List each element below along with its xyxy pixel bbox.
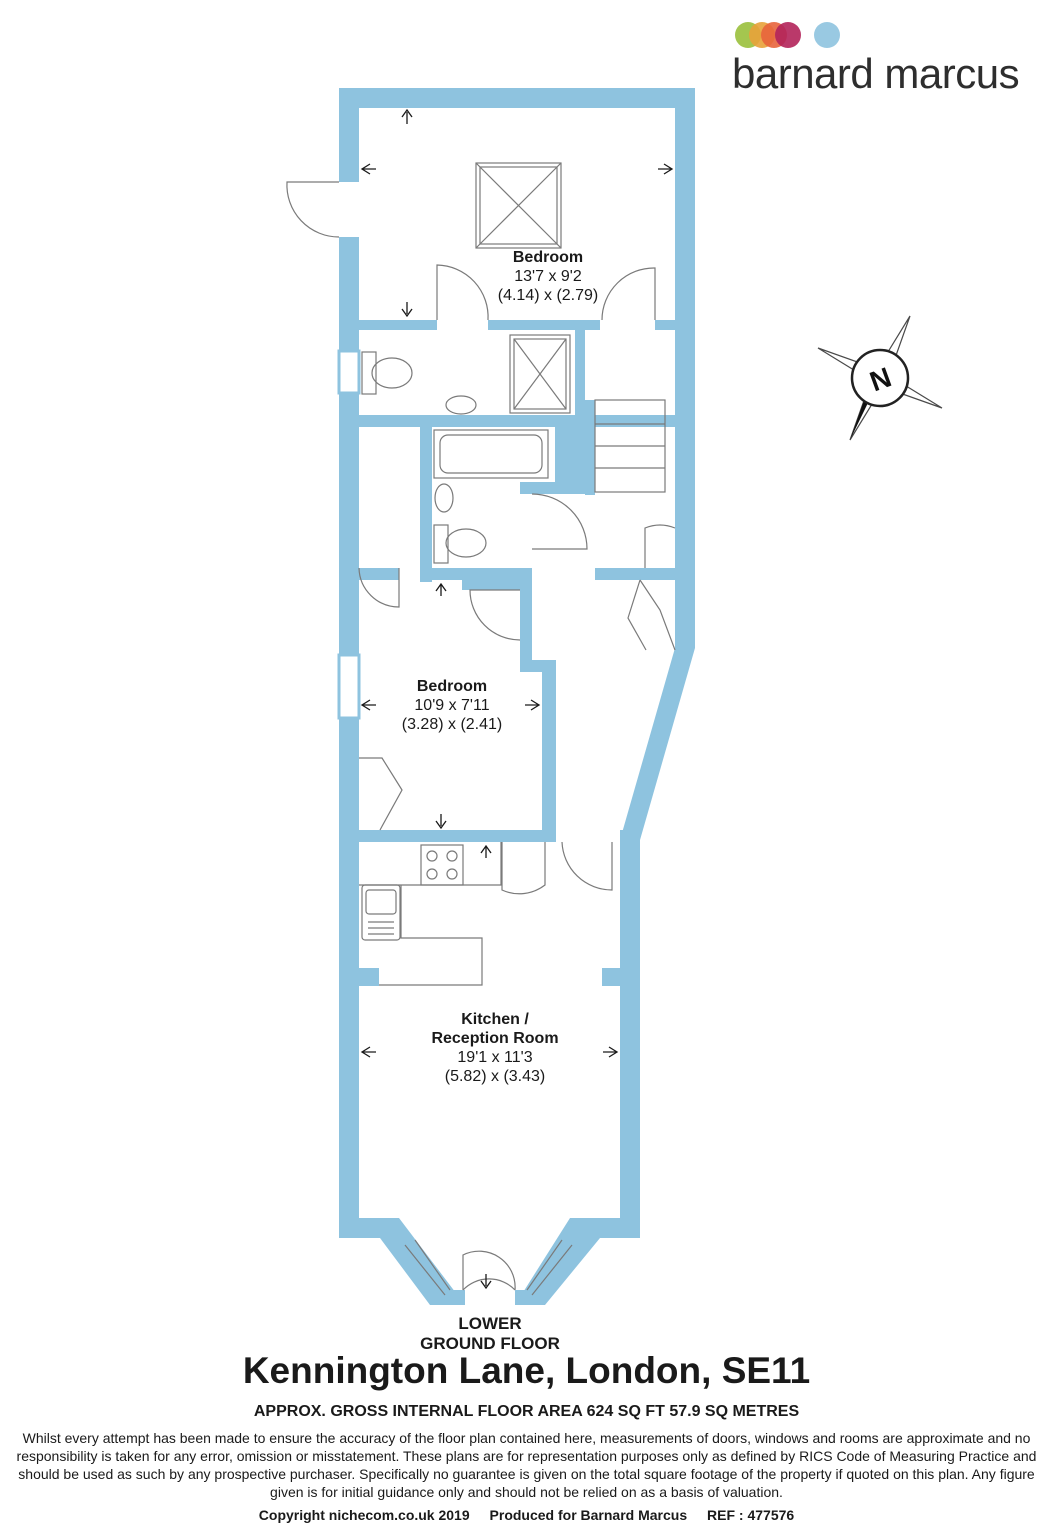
floor-label: LOWER GROUND FLOOR xyxy=(380,1314,600,1354)
wall-b2-bottom xyxy=(359,830,556,842)
bath xyxy=(433,429,549,479)
compass-label: N xyxy=(866,361,896,397)
room-name-line-1: Kitchen / xyxy=(461,1011,529,1028)
windows xyxy=(337,349,361,720)
brand-logo-dots xyxy=(735,22,840,48)
door-cupboard-3 xyxy=(501,842,546,895)
basin-ensuite xyxy=(445,395,477,415)
wall-b2-right-2 xyxy=(542,660,556,840)
wall-bath-bottom-3 xyxy=(462,568,522,590)
room-name: Bedroom xyxy=(416,678,488,695)
footer-copyright: Copyright nichecom.co.uk 2019 xyxy=(258,1507,470,1523)
wall-bath-left xyxy=(420,427,432,582)
wall-b1-bottom-2 xyxy=(488,320,600,330)
skylight xyxy=(475,162,562,249)
floor-label-line-1: LOWER xyxy=(458,1314,522,1333)
footer-produced: Produced for Barnard Marcus xyxy=(489,1507,688,1523)
room-size-imperial: 19'1 x 11'3 xyxy=(457,1049,533,1066)
room-name: Bedroom xyxy=(512,249,584,266)
toilet-bathroom xyxy=(433,524,449,564)
hob xyxy=(420,844,464,886)
wall-kitchen-stub-right xyxy=(602,968,622,986)
wall-b2-step xyxy=(520,660,556,672)
doors xyxy=(286,181,676,1296)
door-kitchen xyxy=(561,841,613,891)
basin-bathroom xyxy=(434,483,454,513)
wall-bath-bottom xyxy=(359,568,399,580)
room-label-kitchen-reception: Kitchen / Reception Room 19'1 x 11'3 (5.… xyxy=(405,1010,585,1086)
room-size-imperial: 10'9 x 7'11 xyxy=(414,697,490,714)
compass-ring xyxy=(850,348,910,408)
measurement-arrows xyxy=(360,108,674,1290)
footer-ref: REF : 477576 xyxy=(707,1507,795,1523)
room-size-metric: (4.14) x (2.79) xyxy=(497,287,599,304)
floor-label-line-2: GROUND FLOOR xyxy=(420,1334,560,1353)
brand-dot-4 xyxy=(775,22,801,48)
wall-bay-left xyxy=(339,1218,465,1305)
wall-left-3 xyxy=(339,393,359,655)
compass xyxy=(817,315,943,441)
disclaimer-text: Whilst every attempt has been made to en… xyxy=(16,1430,1037,1500)
wall-b1-bottom-3 xyxy=(655,320,675,330)
room-name-line-2: Reception Room xyxy=(431,1030,559,1047)
door-ensuite xyxy=(436,264,489,321)
floor-area: APPROX. GROSS INTERNAL FLOOR AREA 624 SQ… xyxy=(253,1403,800,1420)
door-stairs xyxy=(601,267,656,321)
toilet-ensuite xyxy=(361,351,377,395)
wall-b2-right-1 xyxy=(520,580,532,660)
wall-ensuite-bottom xyxy=(359,415,675,427)
brand-dot-5 xyxy=(814,22,840,48)
window-bedroom-2 xyxy=(337,653,361,720)
room-size-metric: (3.28) x (2.41) xyxy=(401,716,503,733)
footer: Copyright nichecom.co.uk 2019 Produced f… xyxy=(0,1507,1053,1523)
door-entrance-side xyxy=(286,181,340,238)
wall-corridor-top xyxy=(595,568,675,580)
wall-top xyxy=(339,88,695,108)
door-cupboard-2 xyxy=(644,524,676,568)
worktop xyxy=(359,842,502,886)
door-bathroom xyxy=(531,493,588,550)
wall-right-upper xyxy=(675,88,695,648)
door-cupboard-1 xyxy=(358,567,400,608)
compass-north-label: N xyxy=(866,361,896,397)
sink xyxy=(361,884,401,941)
room-size-metric: (5.82) x (3.43) xyxy=(444,1068,546,1085)
fixtures xyxy=(359,162,666,986)
room-size-imperial: 13'7 x 9'2 xyxy=(514,268,582,285)
shower-tray xyxy=(509,334,571,414)
door-wardrobe-1 xyxy=(627,579,676,651)
wall-stairs-left xyxy=(585,400,595,495)
wall-left-1 xyxy=(339,88,359,182)
door-front xyxy=(462,1278,516,1291)
wall-left-2 xyxy=(339,237,359,351)
walls xyxy=(339,88,695,1305)
wall-b1-bottom-1 xyxy=(359,320,437,330)
wall-kitchen-stub-left xyxy=(359,968,379,986)
door-bedroom-2 xyxy=(469,589,521,641)
wall-bay-left-foot xyxy=(430,1290,465,1305)
wall-right-angled xyxy=(620,648,695,840)
wall-bay-right xyxy=(515,1218,640,1305)
wall-right-lower xyxy=(620,830,640,1218)
room-label-bedroom-2: Bedroom 10'9 x 7'11 (3.28) x (2.41) xyxy=(382,677,522,734)
wall-bath-mid xyxy=(520,482,585,494)
brand-name: barnard marcus xyxy=(732,50,1020,97)
door-wardrobe-2 xyxy=(359,757,403,831)
property-address: Kennington Lane, London, SE11 xyxy=(242,1350,811,1391)
wall-bay-right-foot xyxy=(515,1290,545,1305)
wall-left-4 xyxy=(339,718,359,1218)
wall-ensuite-right xyxy=(575,330,585,490)
window-ensuite xyxy=(337,349,361,395)
room-label-bedroom-1: Bedroom 13'7 x 9'2 (4.14) x (2.79) xyxy=(478,248,618,305)
